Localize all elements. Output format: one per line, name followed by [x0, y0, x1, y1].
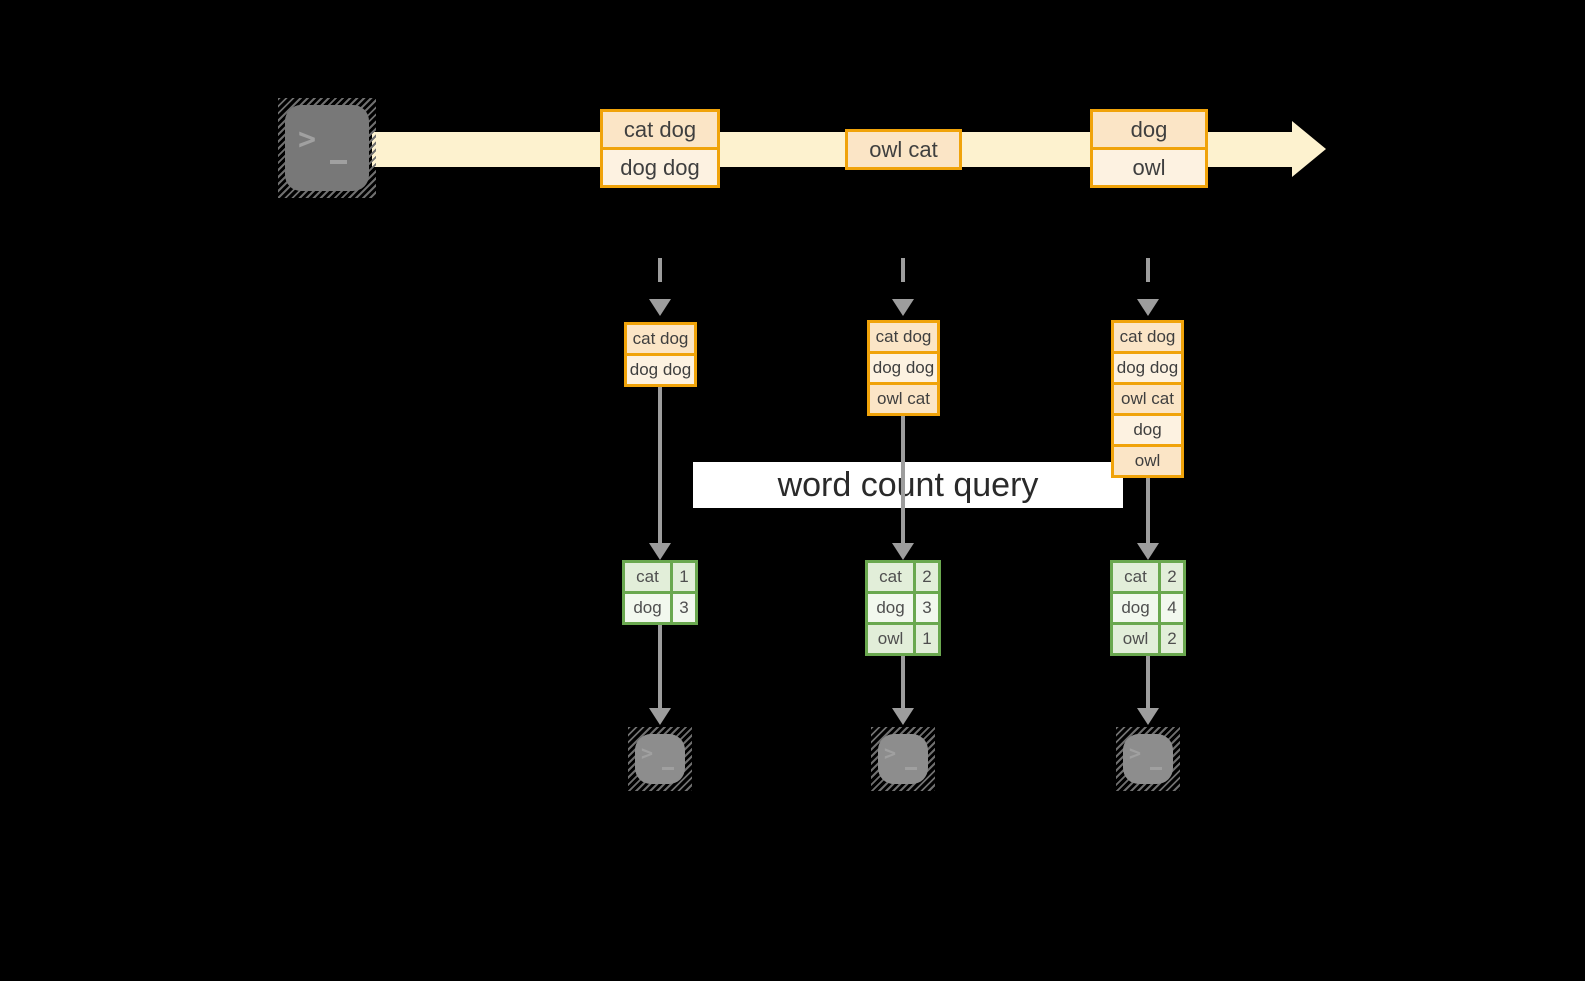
- accumulated-line: owl cat: [1114, 385, 1181, 413]
- terminal-icon-output-3: >: [1116, 727, 1180, 791]
- batch-line: dog dog: [603, 150, 717, 185]
- count-row: cat 2: [1113, 563, 1183, 591]
- accumulated-line: cat dog: [1114, 323, 1181, 351]
- output-arrow-head-icon: [1137, 708, 1159, 725]
- count-word-cell: dog: [625, 594, 670, 622]
- stream-arrow-head-icon: [1292, 121, 1326, 177]
- count-table-1: cat 1 dog 3: [622, 560, 698, 625]
- query-arrow-head-icon: [649, 543, 671, 560]
- count-value-cell: 2: [1161, 563, 1183, 591]
- count-word-cell: owl: [1113, 625, 1158, 653]
- count-word-cell: cat: [1113, 563, 1158, 591]
- count-value-cell: 2: [916, 563, 938, 591]
- dashed-arrow-head-icon: [1137, 299, 1159, 316]
- terminal-prompt-chevron-icon: >: [298, 122, 317, 157]
- terminal-prompt-underscore-icon: [330, 160, 347, 164]
- accumulated-line: owl cat: [870, 385, 937, 413]
- dashed-arrow-line: [658, 258, 662, 296]
- terminal-prompt-chevron-icon: >: [884, 741, 897, 765]
- output-arrow-line: [1146, 656, 1150, 710]
- count-row: cat 1: [625, 563, 695, 591]
- accumulated-line: cat dog: [627, 325, 694, 353]
- accumulated-line: dog dog: [870, 354, 937, 382]
- dashed-arrow-head-icon: [892, 299, 914, 316]
- count-value-cell: 1: [916, 625, 938, 653]
- word-count-query-label: word count query: [693, 462, 1123, 508]
- count-word-cell: cat: [868, 563, 913, 591]
- count-value-cell: 3: [916, 594, 938, 622]
- accumulated-line: cat dog: [870, 323, 937, 351]
- terminal-prompt-chevron-icon: >: [641, 741, 654, 765]
- dashed-arrow-line: [1146, 258, 1150, 296]
- batch-line: cat dog: [603, 112, 717, 147]
- query-arrow-head-icon: [892, 543, 914, 560]
- accumulated-line: dog: [1114, 416, 1181, 444]
- stream-batch-2: owl cat: [845, 129, 962, 170]
- query-arrow-head-icon: [1137, 543, 1159, 560]
- accumulated-input-2: cat dog dog dog owl cat: [867, 320, 940, 416]
- accumulated-input-1: cat dog dog dog: [624, 322, 697, 387]
- terminal-icon-body: [285, 105, 369, 191]
- batch-line: owl cat: [848, 132, 959, 167]
- output-arrow-head-icon: [892, 708, 914, 725]
- output-arrow-line: [658, 625, 662, 710]
- query-arrow-line: [658, 387, 662, 545]
- terminal-prompt-underscore-icon: [905, 767, 917, 770]
- terminal-icon-body: [1123, 734, 1173, 784]
- count-row: dog 3: [868, 594, 938, 622]
- output-arrow-line: [901, 656, 905, 710]
- terminal-icon-source: >: [278, 98, 376, 198]
- terminal-icon-body: [878, 734, 928, 784]
- output-arrow-head-icon: [649, 708, 671, 725]
- count-value-cell: 4: [1161, 594, 1183, 622]
- stream-batch-3: dog owl: [1090, 109, 1208, 188]
- count-word-cell: dog: [868, 594, 913, 622]
- count-table-3: cat 2 dog 4 owl 2: [1110, 560, 1186, 656]
- count-value-cell: 3: [673, 594, 695, 622]
- accumulated-line: owl: [1114, 447, 1181, 475]
- batch-line: owl: [1093, 150, 1205, 185]
- count-value-cell: 2: [1161, 625, 1183, 653]
- terminal-prompt-chevron-icon: >: [1129, 741, 1142, 765]
- count-word-cell: dog: [1113, 594, 1158, 622]
- count-word-cell: owl: [868, 625, 913, 653]
- stream-batch-1: cat dog dog dog: [600, 109, 720, 188]
- query-arrow-line: [1146, 478, 1150, 545]
- count-row: dog 3: [625, 594, 695, 622]
- terminal-icon-output-1: >: [628, 727, 692, 791]
- count-table-2: cat 2 dog 3 owl 1: [865, 560, 941, 656]
- terminal-icon-output-2: >: [871, 727, 935, 791]
- count-row: dog 4: [1113, 594, 1183, 622]
- count-row: owl 1: [868, 625, 938, 653]
- count-word-cell: cat: [625, 563, 670, 591]
- dashed-arrow-line: [901, 258, 905, 296]
- count-value-cell: 1: [673, 563, 695, 591]
- batch-line: dog: [1093, 112, 1205, 147]
- count-row: cat 2: [868, 563, 938, 591]
- accumulated-line: dog dog: [627, 356, 694, 384]
- dashed-arrow-head-icon: [649, 299, 671, 316]
- query-arrow-line: [901, 416, 905, 545]
- terminal-icon-body: [635, 734, 685, 784]
- accumulated-line: dog dog: [1114, 354, 1181, 382]
- terminal-prompt-underscore-icon: [1150, 767, 1162, 770]
- count-row: owl 2: [1113, 625, 1183, 653]
- terminal-prompt-underscore-icon: [662, 767, 674, 770]
- accumulated-input-3: cat dog dog dog owl cat dog owl: [1111, 320, 1184, 478]
